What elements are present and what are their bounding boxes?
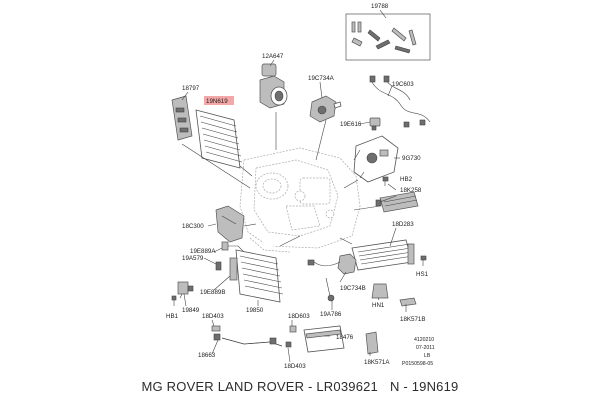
label-19849: 19849 [182, 307, 200, 314]
label-hn1: HN1 [372, 302, 385, 309]
pipe-19e889a [221, 241, 245, 253]
sensor-19e616 [369, 117, 381, 131]
label-18d403-upper: 18D403 [202, 313, 224, 320]
label-18c300: 18C300 [182, 223, 204, 230]
screw-hb2 [382, 176, 389, 186]
label-19788: 19788 [371, 3, 389, 10]
drawing-reference: 4120210 07-2011 LB P0150598-05 [402, 337, 435, 367]
part-labels: 19788 12A647 19C734A 19C603 18797 19N619… [166, 3, 429, 370]
bracket-18k571b [399, 297, 417, 307]
label-19e889a: 19E889A [190, 248, 216, 255]
label-18d283: 18D283 [392, 221, 414, 228]
label-19c734b: 19C734B [340, 285, 366, 292]
highlight-box [204, 96, 234, 105]
cabin-filter-19n619 [195, 109, 243, 169]
label-18k571b: 18K571B [400, 316, 425, 323]
ref-drawing-number: P0150598-05 [402, 361, 433, 367]
blower-motor-12a647 [259, 63, 288, 109]
actuator-19c734a [309, 95, 342, 123]
screw-hs1 [420, 255, 427, 266]
screw-hb1 [171, 295, 177, 306]
label-18d603: 18D603 [288, 313, 310, 320]
label-18663: 18663 [198, 352, 216, 359]
label-19e889b: 19E889B [200, 289, 225, 296]
link-19a786 [325, 277, 335, 302]
evaporator-18d283 [351, 239, 415, 271]
label-12a647: 12A647 [262, 53, 284, 60]
label-18k571a: 18K571A [364, 359, 390, 366]
control-module-9g730 [353, 135, 399, 183]
label-18d403-lower: 18D403 [284, 363, 306, 370]
heater-core-18k258 [375, 191, 419, 213]
label-18k258: 18K258 [400, 187, 422, 194]
label-hb2: HB2 [400, 176, 413, 183]
nut-hn1 [371, 283, 389, 299]
hvac-housing [239, 147, 361, 253]
label-9g730: 9G730 [402, 155, 421, 162]
ref-code: 4120210 [414, 337, 434, 343]
heater-matrix-19850 [229, 249, 284, 303]
label-18797: 18797 [182, 85, 200, 92]
bracket-19849 [177, 281, 194, 295]
bracket-18k571a [365, 331, 379, 355]
clip-19a579 [215, 261, 222, 271]
label-hs1: HS1 [416, 271, 429, 278]
leader-lines [179, 9, 407, 363]
label-19e616: 19E616 [340, 121, 362, 128]
label-19850: 19850 [246, 307, 264, 314]
pipe-assembly-18663 [213, 333, 283, 347]
label-19a579: 19A579 [182, 255, 204, 262]
actuator-kit-19788 [345, 13, 431, 61]
ref-region: LB [424, 353, 431, 359]
harness-19c603 [369, 75, 431, 128]
label-18476: 18476 [336, 334, 354, 341]
label-19c603: 19C603 [392, 81, 414, 88]
caption-brand: MG ROVER LAND ROVER - LR039621 [141, 379, 378, 394]
clip-18d603 [285, 325, 297, 348]
clip-18d403 [211, 325, 221, 332]
ref-date: 07-2011 [416, 345, 435, 351]
duct-18c300 [215, 205, 245, 243]
housing-18476 [303, 325, 345, 353]
label-19a786: 19A786 [320, 311, 342, 318]
label-19n619: 19N619 [206, 98, 228, 105]
exploded-parts-diagram: 19788 12A647 19C734A 19C603 18797 19N619… [166, 3, 435, 370]
actuator-19c734b [307, 253, 357, 275]
label-19c734a: 19C734A [308, 75, 335, 82]
caption-footer: MG ROVER LAND ROVER - LR039621 N - 19N61… [0, 373, 600, 400]
bracket-18797 [171, 95, 193, 141]
caption-part-number: N - 19N619 [389, 379, 459, 394]
label-hb1: HB1 [166, 313, 179, 320]
